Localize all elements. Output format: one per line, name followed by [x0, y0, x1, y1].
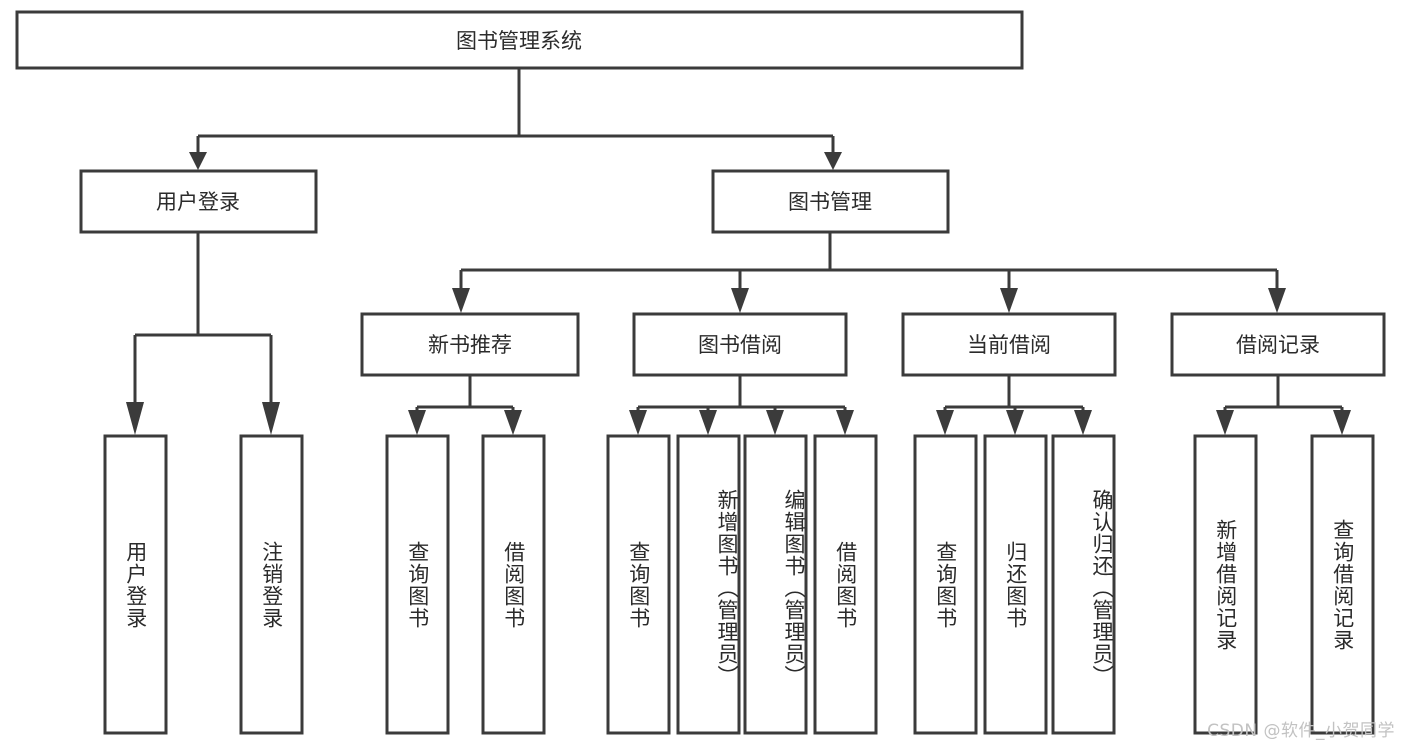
node-root-box[interactable]: [15, 10, 1024, 70]
leaf-box-borrow-book-1[interactable]: [481, 434, 546, 735]
leaf-label-add-book: 新增图书（管理员）: [715, 488, 739, 687]
arrow-head-icon-leaf-query-book-1: [408, 410, 426, 435]
leaf-label-add-record: 新增借阅记录: [1213, 518, 1238, 651]
leaf-box-edit-book[interactable]: [743, 434, 808, 735]
node-borrow-record-label: 借阅记录: [1236, 333, 1320, 357]
leaf-label-user-login: 用户登录: [123, 540, 148, 629]
leaf-box-return-book[interactable]: [983, 434, 1048, 735]
arrow-head-icon-leaf-add-book: [699, 410, 717, 435]
leaf-label-borrow-book-1: 借阅图书: [501, 540, 526, 629]
leaf-label-confirm-return: 确认归还（管理员）: [1090, 488, 1114, 687]
leaf-box-add-record[interactable]: [1193, 434, 1258, 735]
arrow-head-icon-leaf-borrow-book-2: [836, 410, 854, 435]
leaf-box-user-login[interactable]: [103, 434, 168, 735]
leaf-box-add-book[interactable]: [676, 434, 741, 735]
arrow-head-icon-leaf-confirm-return: [1074, 410, 1092, 435]
leaf-box-query-book-2[interactable]: [606, 434, 671, 735]
leaf-box-confirm-return[interactable]: [1051, 434, 1116, 735]
arrow-head-icon-new-book-recommend: [452, 288, 470, 313]
node-book-borrow-box[interactable]: [632, 312, 848, 377]
leaf-label-return-book: 归还图书: [1003, 540, 1028, 629]
node-current-borrow-box[interactable]: [901, 312, 1117, 377]
arrow-head-icon-leaf-query-book-3: [936, 410, 954, 435]
leaf-box-query-record[interactable]: [1310, 434, 1375, 735]
arrow-head-icon-leaf-user-login: [126, 402, 144, 435]
leaf-box-borrow-book-2[interactable]: [813, 434, 878, 735]
arrow-head-icon-leaf-query-book-2: [629, 410, 647, 435]
leaf-label-query-record: 查询借阅记录: [1330, 518, 1355, 651]
leaf-label-query-book-1: 查询图书: [405, 540, 430, 629]
node-current-borrow-label: 当前借阅: [967, 333, 1051, 357]
leaf-box-query-book-1[interactable]: [385, 434, 450, 735]
leaf-label-edit-book: 编辑图书（管理员）: [782, 488, 806, 687]
leaf-label-query-book-2: 查询图书: [626, 540, 651, 629]
watermark-label: CSDN @软件_小贺同学: [1207, 721, 1395, 741]
leaf-label-user-logout: 注销登录: [259, 540, 284, 629]
node-book-manage-label: 图书管理: [788, 190, 872, 214]
node-root-label: 图书管理系统: [456, 29, 582, 53]
leaf-label-query-book-3: 查询图书: [933, 540, 958, 629]
node-new-book-recommend-label: 新书推荐: [428, 333, 512, 357]
arrow-head-icon-leaf-add-record: [1216, 410, 1234, 435]
arrow-head-icon-leaf-borrow-book-1: [504, 410, 522, 435]
arrow-head-icon-leaf-edit-book: [766, 410, 784, 435]
leaf-box-user-logout[interactable]: [239, 434, 304, 735]
node-new-book-recommend-box[interactable]: [360, 312, 580, 377]
leaf-label-borrow-book-2: 借阅图书: [833, 540, 858, 629]
node-book-borrow-label: 图书借阅: [698, 333, 782, 357]
node-user-login-label: 用户登录: [156, 190, 240, 214]
arrow-head-icon-leaf-query-record: [1333, 410, 1351, 435]
arrow-head-icon-leaf-user-logout: [262, 402, 280, 435]
arrow-head-icon-user-login: [189, 152, 207, 170]
arrow-head-icon-borrow-record: [1268, 288, 1286, 313]
leaf-box-query-book-3[interactable]: [913, 434, 978, 735]
arrow-head-icon-book-manage: [824, 152, 842, 170]
arrow-head-icon-book-borrow: [731, 288, 749, 313]
arrow-head-icon-current-borrow: [1000, 288, 1018, 313]
arrow-head-icon-leaf-return-book: [1006, 410, 1024, 435]
